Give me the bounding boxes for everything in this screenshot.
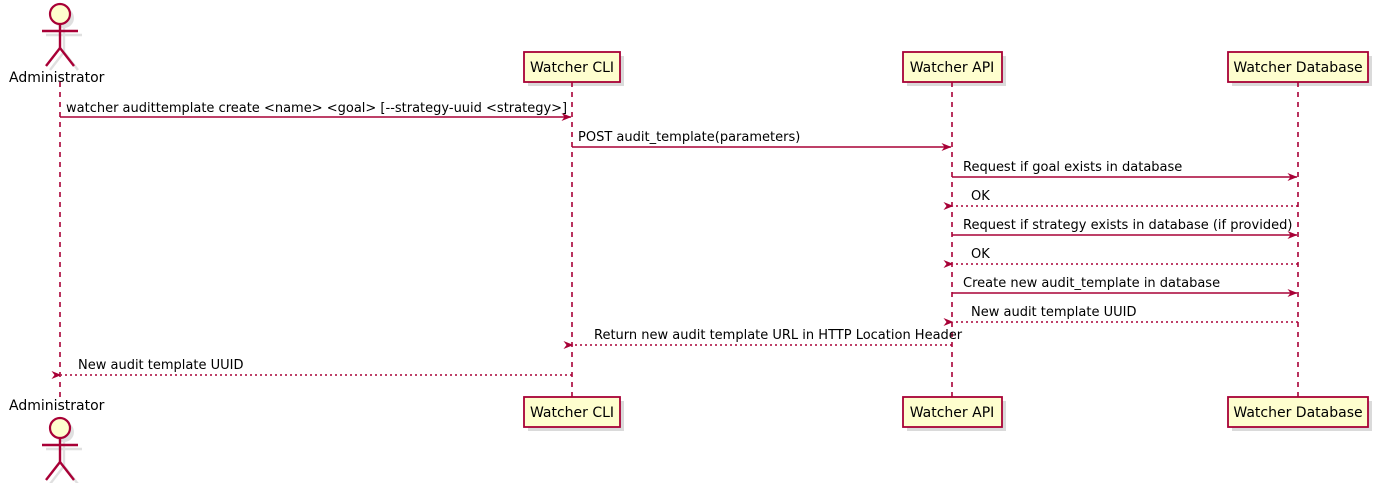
actor-head-icon: [48, 416, 72, 440]
participant-box-watcher-cli-bottom[interactable]: [523, 396, 621, 428]
message-label-5: Request if strategy exists in database (…: [963, 218, 1292, 233]
participant-label-watcher-cli-bottom: Watcher CLI: [530, 405, 614, 421]
participant-label-watcher-api-bottom: Watcher API: [910, 405, 995, 421]
actor-head-icon: [48, 2, 72, 26]
message-label-4: OK: [971, 189, 990, 204]
participant-label-watcher-database-top: Watcher Database: [1233, 60, 1362, 76]
message-label-3: Request if goal exists in database: [963, 160, 1182, 175]
participant-label-watcher-cli-top: Watcher CLI: [530, 60, 614, 76]
actor-figure-administrator-bottom[interactable]: [42, 416, 78, 481]
actor-left-leg-line: [45, 461, 61, 481]
actor-figure-administrator-top[interactable]: [42, 2, 78, 67]
message-label-9: Return new audit template URL in HTTP Lo…: [594, 328, 963, 343]
participant-label-watcher-api-top: Watcher API: [910, 60, 995, 76]
message-label-7: Create new audit_template in database: [963, 276, 1220, 291]
actor-right-leg-line: [59, 47, 75, 67]
actor-label-administrator-top: Administrator: [9, 70, 105, 86]
actor-right-leg-line: [59, 461, 75, 481]
participant-box-watcher-api-bottom[interactable]: [902, 396, 1003, 428]
message-label-8: New audit template UUID: [971, 305, 1136, 320]
participant-box-watcher-cli-top[interactable]: [523, 51, 621, 83]
message-label-1: watcher audittemplate create <name> <goa…: [66, 101, 567, 116]
participant-label-watcher-database-bottom: Watcher Database: [1233, 405, 1362, 421]
actor-label-administrator-bottom: Administrator: [9, 398, 105, 414]
participant-box-watcher-api-top[interactable]: [902, 51, 1003, 83]
participant-box-watcher-database-top[interactable]: [1227, 51, 1369, 83]
actor-left-leg-line: [45, 47, 61, 67]
participant-box-watcher-database-bottom[interactable]: [1227, 396, 1369, 428]
box-shadow-layer: [46, 8, 1372, 483]
message-label-6: OK: [971, 247, 990, 262]
message-label-10: New audit template UUID: [78, 358, 243, 373]
message-layer: watcher audittemplate create <name> <goa…: [51, 101, 1298, 379]
message-label-2: POST audit_template(parameters): [578, 130, 800, 145]
